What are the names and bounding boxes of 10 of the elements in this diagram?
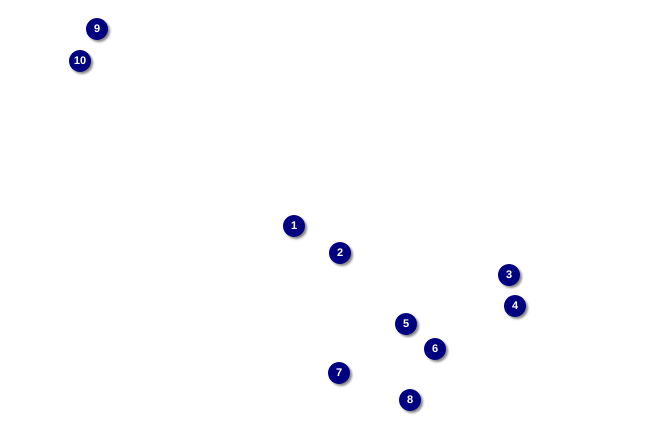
callout-number: 7 <box>328 362 350 384</box>
callout-number: 1 <box>283 215 305 237</box>
callout-number: 8 <box>399 389 421 411</box>
callout-number: 3 <box>498 264 520 286</box>
callout-number: 10 <box>69 50 91 72</box>
callout-number: 4 <box>504 295 526 317</box>
callout-number: 5 <box>395 313 417 335</box>
callout-number: 6 <box>424 338 446 360</box>
callout-number: 9 <box>86 18 108 40</box>
callout-number: 2 <box>329 242 351 264</box>
